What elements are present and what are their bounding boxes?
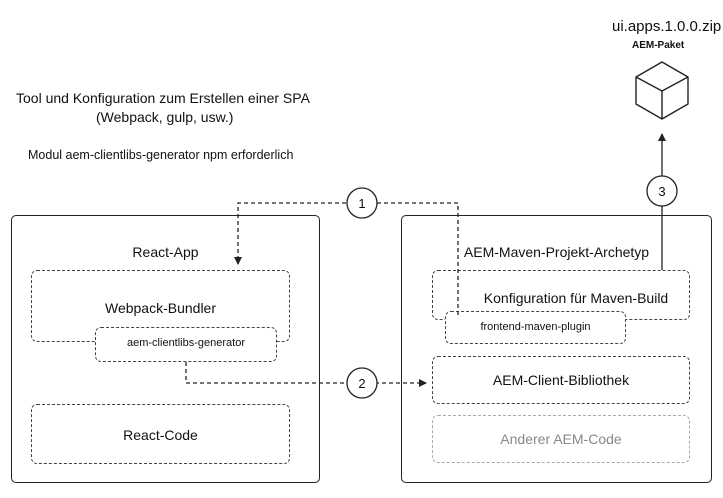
react-app-title: React-App xyxy=(132,244,199,260)
intro-line-3: Modul aem-clientlibs-generator npm erfor… xyxy=(28,148,294,162)
clientlibs-generator-label: aem-clientlibs-generator xyxy=(127,337,245,349)
maven-build-label: Konfiguration für Maven-Build xyxy=(483,290,669,306)
clientlibs-generator-box: aem-clientlibs-generator xyxy=(95,327,277,362)
step-marker-2: 2 xyxy=(346,367,378,399)
package-label: AEM-Paket xyxy=(632,40,685,51)
frontend-plugin-box: frontend-maven-plugin xyxy=(445,311,626,344)
package-filename: ui.apps.1.0.0.zip xyxy=(612,18,722,35)
step-marker-1: 1 xyxy=(346,187,378,219)
aem-project-title: AEM-Maven-Projekt-Archetyp xyxy=(463,244,650,260)
other-code-label: Anderer AEM-Code xyxy=(500,431,622,447)
step-1-text: 1 xyxy=(358,196,365,211)
client-library-label: AEM-Client-Bibliothek xyxy=(492,372,630,388)
step-3-text: 3 xyxy=(658,184,665,199)
cube-icon xyxy=(635,61,689,120)
other-code-box: Anderer AEM-Code xyxy=(432,415,690,463)
webpack-bundler-label: Webpack-Bundler xyxy=(104,300,217,316)
react-code-label: React-Code xyxy=(123,427,198,443)
react-code-box: React-Code xyxy=(31,404,290,464)
step-marker-3: 3 xyxy=(646,175,678,207)
client-library-box: AEM-Client-Bibliothek xyxy=(432,356,690,404)
intro-line-2: (Webpack, gulp, usw.) xyxy=(96,109,234,125)
frontend-plugin-label: frontend-maven-plugin xyxy=(480,321,591,333)
step-2-text: 2 xyxy=(358,376,365,391)
intro-line-1: Tool und Konfiguration zum Erstellen ein… xyxy=(16,90,310,106)
